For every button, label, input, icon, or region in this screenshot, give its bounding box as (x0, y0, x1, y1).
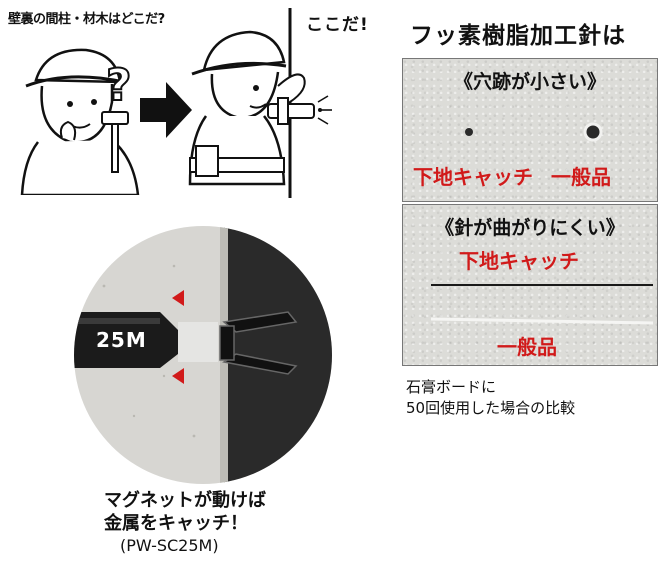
product-photo: 25M (74, 226, 332, 484)
arrow-right-icon (140, 82, 192, 138)
worker-found-illustration (188, 8, 332, 198)
model-number: (PW-SC25M) (120, 536, 219, 555)
tool-label: 25M (96, 328, 147, 352)
needle-label-product: 下地キャッチ (459, 249, 579, 273)
needle-lines (430, 284, 654, 325)
magnet-caption-line1: マグネットが動けば (104, 490, 266, 511)
stud-finder-photo (74, 226, 332, 484)
hole-panel-heading: 《穴跡が小さい》 (453, 71, 606, 93)
comparison-note-line2: 50回使用した場合の比較 (406, 399, 576, 417)
hole-label-generic: 一般品 (551, 165, 611, 189)
needle-panel-heading: 《針が曲がりにくい》 (435, 217, 625, 239)
needle-comparison-panel: 《針が曲がりにくい》 下地キャッチ 一般品 (402, 204, 658, 366)
hole-label-product: 下地キャッチ (413, 165, 533, 189)
found-caption: ここだ! (306, 15, 369, 35)
comparison-title: フッ素樹脂加工針は (410, 23, 626, 49)
comparison-note-line1: 石膏ボードに (406, 378, 497, 396)
needle-label-generic: 一般品 (497, 335, 557, 359)
worker-question-illustration: ? (20, 48, 140, 195)
hole-comparison-panel: 《穴跡が小さい》 下地キャッチ 一般品 (402, 58, 658, 202)
hole-marks (465, 122, 603, 142)
question-caption: 壁裏の間柱・材木はどこだ? (8, 12, 165, 27)
magnet-caption-line2: 金属をキャッチ！ (104, 513, 248, 534)
svg-text:?: ? (106, 60, 132, 111)
